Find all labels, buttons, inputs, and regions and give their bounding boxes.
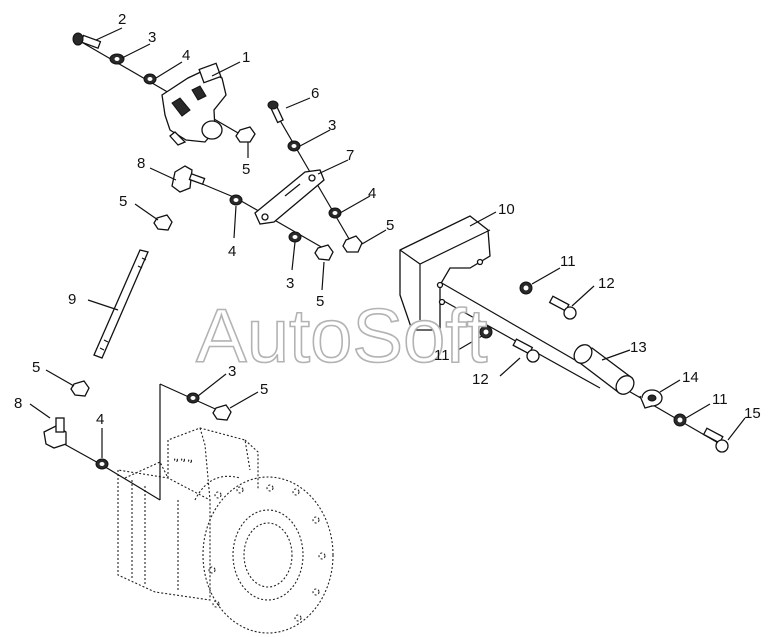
callout-12: 12 <box>598 275 615 292</box>
callout-3: 3 <box>228 363 236 380</box>
callout-5: 5 <box>119 193 127 210</box>
callout-5: 5 <box>32 359 40 376</box>
callout-leaders <box>29 27 746 458</box>
callout-3: 3 <box>328 117 336 134</box>
autosoft-watermark: AutoSoft <box>196 294 488 379</box>
cover-bracket <box>399 215 491 331</box>
callout-3: 3 <box>148 29 156 46</box>
callout-9: 9 <box>68 291 76 308</box>
callout-numbers: 1 2 3 4 5 6 3 7 4 5 8 5 4 3 5 9 5 8 4 3 … <box>14 11 761 428</box>
callout-2: 2 <box>118 11 126 28</box>
callout-10: 10 <box>498 201 515 218</box>
callout-5: 5 <box>242 161 250 178</box>
screw-6 <box>267 100 284 124</box>
clamp <box>639 389 663 409</box>
bolt-lower <box>512 338 540 363</box>
callout-1: 1 <box>242 49 250 66</box>
callout-6: 6 <box>311 85 319 102</box>
callout-8: 8 <box>137 155 145 172</box>
transmission-housing <box>117 427 334 634</box>
callout-4: 4 <box>182 47 190 64</box>
callout-3: 3 <box>286 275 294 292</box>
screw <box>72 32 102 50</box>
callout-13: 13 <box>630 339 647 356</box>
lever-plate <box>254 169 325 225</box>
actuator-body <box>161 62 227 146</box>
callout-4: 4 <box>228 243 236 260</box>
callout-4: 4 <box>96 411 104 428</box>
callout-5: 5 <box>386 217 394 234</box>
callout-4: 4 <box>368 185 376 202</box>
callout-5: 5 <box>316 293 324 310</box>
callout-14: 14 <box>682 369 699 386</box>
callout-11: 11 <box>712 391 728 408</box>
callout-12: 12 <box>472 371 489 388</box>
callout-11: 11 <box>560 253 576 270</box>
ball-joint-upper <box>171 165 206 193</box>
sleeve <box>573 344 635 395</box>
bolt-upper <box>548 295 577 320</box>
bolt-15 <box>702 427 729 453</box>
callout-5: 5 <box>260 381 268 398</box>
callout-15: 15 <box>744 405 761 422</box>
callout-7: 7 <box>346 147 354 164</box>
callout-8: 8 <box>14 395 22 412</box>
callout-11: 11 <box>434 347 450 364</box>
assembly-leader-lines <box>56 39 721 501</box>
ball-joint-lower <box>43 417 67 449</box>
threaded-rod <box>93 249 149 359</box>
hardware-small-parts <box>70 53 687 470</box>
